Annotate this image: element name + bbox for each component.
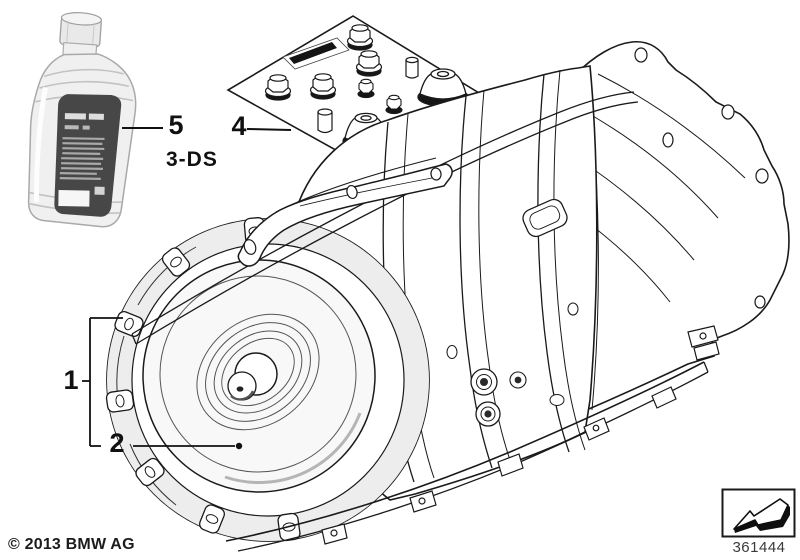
callout-4: 4 bbox=[231, 111, 247, 141]
converter-rings bbox=[196, 313, 320, 431]
label-subtext bbox=[64, 125, 79, 130]
bottle-cap bbox=[59, 12, 103, 48]
arrow-down-left-3d-icon bbox=[733, 498, 790, 533]
rear-foot-tabs bbox=[687, 325, 720, 361]
rear-bolt-ears bbox=[634, 47, 769, 309]
torque-converter bbox=[142, 259, 376, 493]
leader-line-4 bbox=[246, 128, 292, 131]
selector-boss bbox=[522, 198, 568, 238]
kit-hex-bolts bbox=[264, 24, 383, 101]
label-brand-text bbox=[64, 113, 86, 120]
oil-bottle-illustration bbox=[27, 12, 137, 228]
rear-housing bbox=[559, 40, 790, 423]
kit-cylinder-plugs bbox=[317, 56, 419, 134]
diagram-number: 361444 bbox=[732, 539, 786, 556]
label-badge bbox=[94, 186, 105, 195]
label-brand-text bbox=[88, 113, 104, 120]
copyright-text: © 2013 BMW AG bbox=[8, 536, 135, 553]
leader-bracket-1 bbox=[82, 317, 123, 447]
bottle-highlight bbox=[34, 86, 49, 203]
label-fine-print bbox=[59, 137, 105, 180]
drain-plugs bbox=[446, 302, 579, 427]
upper-bracket bbox=[237, 157, 453, 267]
transmission-illustration bbox=[105, 40, 790, 552]
label-barcode-area bbox=[58, 190, 90, 207]
callout-2: 2 bbox=[109, 428, 125, 458]
bottle-label bbox=[54, 94, 122, 217]
label-subtext bbox=[82, 125, 90, 130]
kit-label-strip bbox=[282, 37, 350, 70]
converter-shadow bbox=[224, 412, 362, 485]
callout-1: 1 bbox=[63, 365, 79, 395]
variant-code-label: 3-DS bbox=[166, 148, 218, 171]
bracket-holes bbox=[243, 167, 442, 255]
callout-leader-lines bbox=[82, 127, 292, 450]
bell-housing bbox=[105, 217, 430, 542]
kit-small-plugs bbox=[357, 78, 403, 115]
converter-hub bbox=[227, 352, 278, 401]
direction-arrow-box bbox=[721, 488, 796, 538]
leader-dot-2 bbox=[235, 442, 243, 450]
rail-foot-tabs bbox=[321, 386, 677, 545]
callout-5: 5 bbox=[168, 110, 184, 140]
